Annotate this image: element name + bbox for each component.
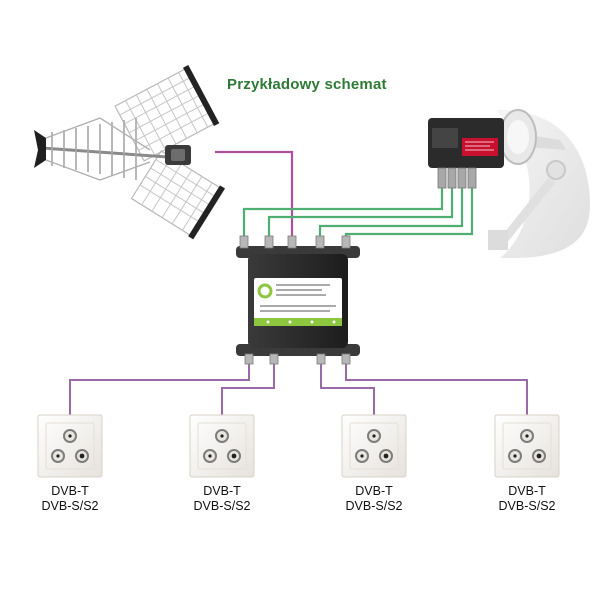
- outlet-label-line1: DVB-T: [203, 484, 241, 498]
- outlet-label-line2: DVB-S/S2: [345, 499, 403, 513]
- quad-lnb-icon: [428, 109, 590, 259]
- outlet-4: [494, 414, 560, 478]
- outlet-1: [37, 414, 103, 478]
- outlet-label-line1: DVB-T: [508, 484, 546, 498]
- outlet-label-1: DVB-T DVB-S/S2: [15, 484, 125, 514]
- outlet-label-line2: DVB-S/S2: [498, 499, 556, 513]
- outlet-label-line1: DVB-T: [51, 484, 89, 498]
- satellite-cable-3: [318, 188, 464, 240]
- satellite-cable-2: [267, 188, 454, 240]
- wall-socket-icon: [37, 414, 560, 478]
- outlet-cable-1: [69, 360, 250, 415]
- outlet-label-3: DVB-T DVB-S/S2: [319, 484, 429, 514]
- outlet-cable-4: [345, 360, 528, 415]
- terrestrial-antenna-icon: [34, 64, 226, 240]
- outlet-cable-2: [221, 360, 275, 415]
- outlet-label-2: DVB-T DVB-S/S2: [167, 484, 277, 514]
- outlet-label-line2: DVB-S/S2: [41, 499, 99, 513]
- satellite-cable-1: [242, 188, 444, 240]
- terrestrial-cable: [215, 150, 294, 248]
- outlet-label-4: DVB-T DVB-S/S2: [472, 484, 582, 514]
- outlet-2: [189, 414, 255, 478]
- outlet-3: [341, 414, 407, 478]
- outlet-label-line1: DVB-T: [355, 484, 393, 498]
- multiswitch-icon: [236, 235, 360, 365]
- diagram-title: Przykładowy schemat: [227, 76, 387, 93]
- outlet-cable-3: [320, 360, 375, 415]
- outlet-label-line2: DVB-S/S2: [193, 499, 251, 513]
